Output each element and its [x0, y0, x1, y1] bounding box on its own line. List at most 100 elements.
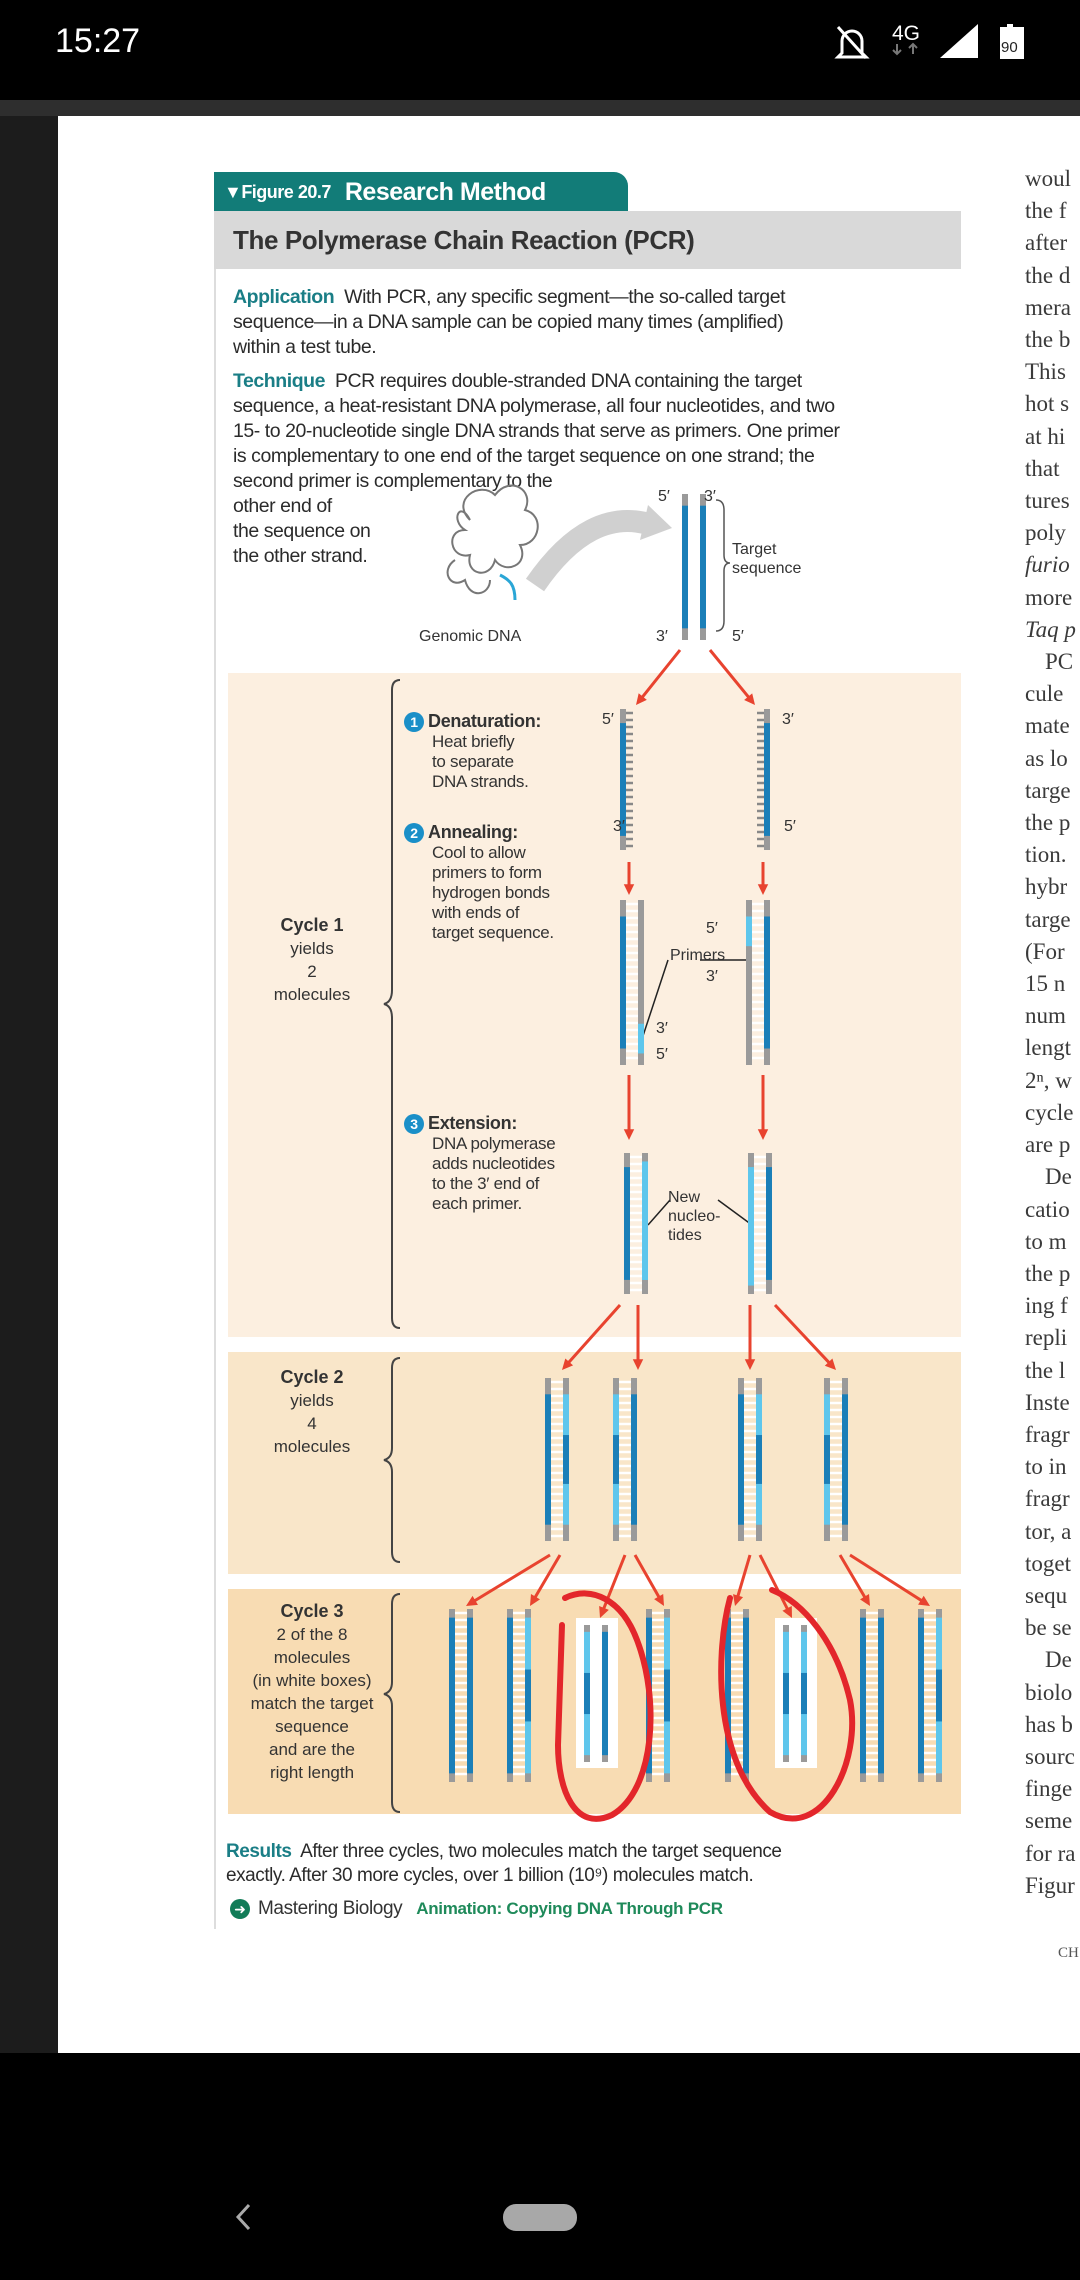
cycle-3-label: Cycle 3 2 of the 8 molecules (in white b… [232, 1600, 392, 1784]
text-line: to m [1025, 1228, 1067, 1254]
step-number-badge: 3 [404, 1114, 424, 1134]
text-line: Inste [1025, 1389, 1070, 1415]
text-line: each primer. [432, 1194, 522, 1213]
application-heading: Application [233, 286, 335, 308]
back-icon[interactable] [235, 2203, 251, 2231]
extended-molecule [624, 1153, 648, 1294]
text-line: are p [1025, 1132, 1071, 1158]
cycle-title: Cycle 3 [280, 1601, 344, 1621]
text-line: sequence [732, 560, 802, 577]
handwritten-circle-annotation [718, 1587, 856, 1822]
target-length-molecule [783, 1625, 807, 1762]
strand-end-label: 3′ [613, 818, 625, 835]
text-line: 2ⁿ, w [1025, 1067, 1072, 1093]
arrow-circle-icon: ➜ [230, 1899, 250, 1919]
annealed-strand [620, 900, 644, 1065]
text-line: targe [1025, 906, 1071, 932]
text-line: PCR requires double-stranded DNA contain… [325, 370, 802, 392]
text-line: (For [1025, 938, 1065, 964]
text-line: second primer is complementary to the [233, 470, 553, 492]
text-line: 2 of the 8 [276, 1625, 348, 1644]
cycle-2-molecule [613, 1378, 637, 1541]
text-line: after [1025, 230, 1068, 256]
strand-end-label: 5′ [658, 488, 670, 505]
text-line: and are the [268, 1740, 355, 1759]
red-arrow [733, 1554, 752, 1606]
text-line: for ra [1025, 1840, 1076, 1866]
red-arrow [838, 1554, 870, 1606]
cycle-2-molecule [545, 1378, 569, 1541]
text-line: De [1045, 1164, 1072, 1190]
strand-end-label: 3′ [782, 711, 794, 728]
text-line: This [1025, 359, 1066, 385]
home-button[interactable] [503, 2204, 577, 2231]
step-number-badge: 2 [404, 823, 424, 843]
text-line: primers to form [432, 863, 542, 882]
strand-end-label: 5′ [732, 628, 744, 645]
text-line: sequ [1025, 1582, 1068, 1608]
text-line: nucleo- [668, 1208, 721, 1225]
text-line: fragr [1025, 1421, 1070, 1447]
step-title: Denaturation: [428, 711, 542, 731]
text-line: 15 n [1025, 971, 1066, 997]
step-number-badge: 1 [404, 712, 424, 732]
red-arrow [708, 649, 755, 705]
cycle-2-molecule [738, 1378, 762, 1541]
strand-end-label: 5′ [784, 818, 796, 835]
handwritten-circle-annotation [554, 1590, 654, 1822]
cycle-3-brace [383, 1593, 401, 1813]
network-4g-icon: 4G [892, 22, 920, 56]
text-line: molecules [273, 1437, 351, 1456]
text-line: 2 [307, 962, 317, 981]
text-line: mate [1025, 713, 1070, 739]
text-line: sequence, a heat-resistant DNA polymeras… [233, 395, 835, 417]
strand-end-label: 3′ [706, 968, 718, 985]
red-arrow [623, 1075, 635, 1140]
text-line: molecules [273, 985, 351, 1004]
animation-link[interactable]: Animation: Copying DNA Through PCR [416, 1899, 723, 1918]
cycle-3-molecule [918, 1609, 942, 1782]
cycle-2-molecule [824, 1378, 848, 1541]
red-arrow [636, 649, 682, 705]
gray-arrow [525, 510, 656, 592]
cycle-3-molecule [725, 1609, 749, 1782]
battery-level: 90 [1001, 39, 1018, 56]
text-line: exactly. After 30 more cycles, over 1 bi… [226, 1865, 754, 1886]
text-line: to the 3′ end of [432, 1174, 540, 1193]
gray-arrowhead [640, 505, 672, 540]
text-line: that [1025, 455, 1060, 481]
text-line: adds nucleotides [432, 1154, 555, 1173]
target-dna [682, 494, 706, 640]
text-line: the other strand. [233, 545, 368, 567]
strand-end-label: 5′ [706, 920, 718, 937]
text-line: With PCR, any specific segment—the so-ca… [334, 286, 786, 308]
new-nucleotides-leader [717, 1199, 753, 1226]
text-line: poly [1025, 520, 1066, 546]
cycle-1-brace [383, 679, 401, 1329]
text-line: biolo [1025, 1679, 1073, 1705]
text-line: finge [1025, 1776, 1073, 1802]
strand-end-label: 3′ [704, 488, 716, 505]
step-title: Extension: [428, 1113, 518, 1133]
cycle-title: Cycle 1 [280, 915, 344, 935]
figure-number: ▼Figure 20.7 [224, 181, 331, 202]
text-line: the f [1025, 198, 1067, 224]
new-nucleotides-leader [647, 1199, 671, 1226]
red-arrow [757, 1075, 769, 1140]
genomic-dna-squiggle [446, 484, 539, 595]
bell-off-icon [834, 25, 870, 60]
text-line: tures [1025, 488, 1070, 514]
text-line: the d [1025, 262, 1071, 288]
text-line: match the target [250, 1694, 374, 1713]
navigation-bar [0, 2053, 1080, 2280]
extended-molecule [748, 1153, 772, 1294]
text-line: targe [1025, 777, 1071, 803]
target-bracket [715, 499, 731, 632]
text-line: tor, a [1025, 1518, 1072, 1544]
text-line: the sequence on [233, 520, 371, 542]
target-length-molecule [584, 1625, 608, 1762]
nav-icons [235, 2203, 251, 2231]
